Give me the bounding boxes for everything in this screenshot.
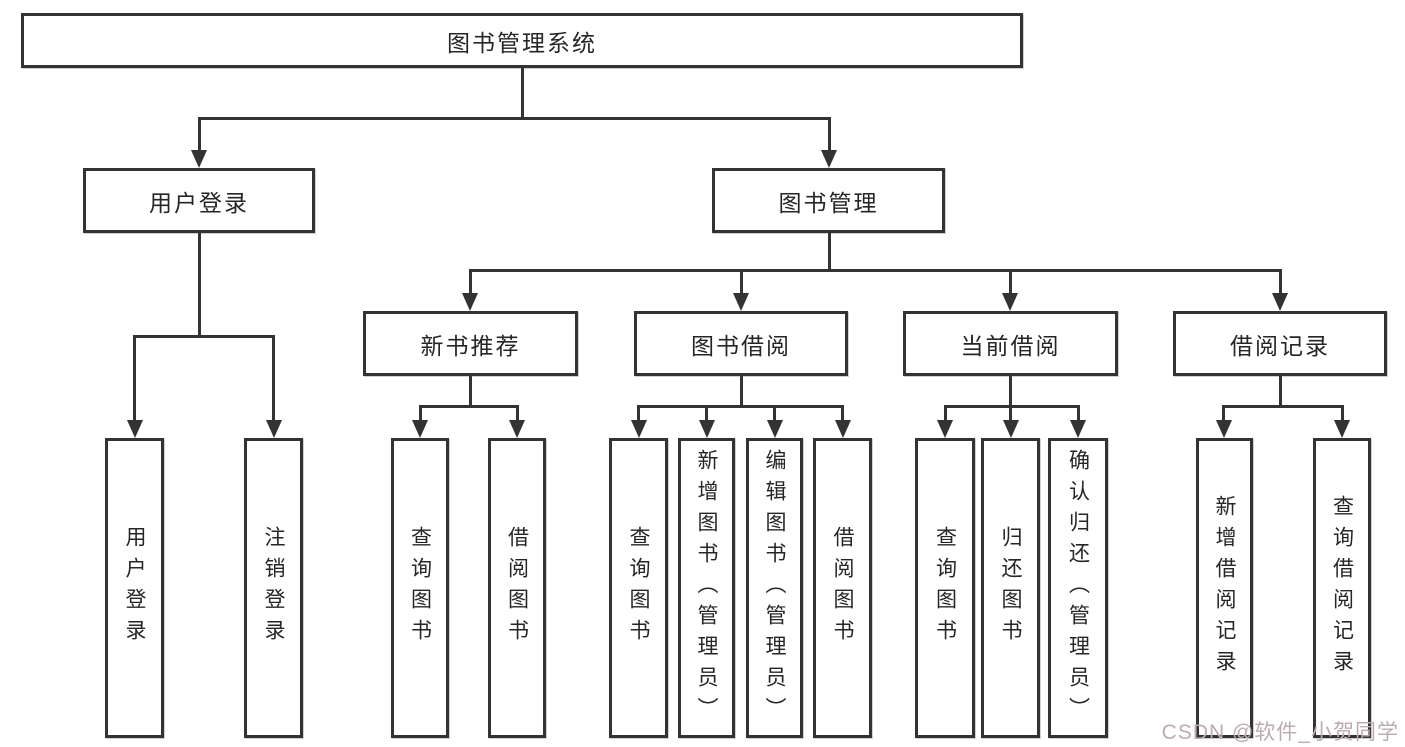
- node-new-book-recommend: 新书推荐: [363, 311, 578, 376]
- connector-line: [827, 118, 831, 152]
- connector-line: [739, 270, 743, 295]
- connector-line: [1008, 376, 1012, 408]
- leaf-cb-return-books: 归还图书: [981, 438, 1040, 738]
- connector-line: [520, 68, 524, 118]
- arrowhead-down-icon: [509, 420, 525, 438]
- connector-line: [841, 406, 844, 422]
- leaf-br-add-record: 新增借阅记录: [1196, 438, 1253, 738]
- connector-line: [637, 404, 844, 408]
- connector-line: [1278, 376, 1282, 408]
- connector-line: [197, 233, 201, 338]
- connector-line: [272, 336, 275, 422]
- connector-line: [1076, 406, 1080, 422]
- arrowhead-down-icon: [462, 293, 478, 311]
- connector-line: [133, 336, 136, 422]
- arrowhead-down-icon: [698, 420, 715, 438]
- connector-line: [1278, 270, 1282, 295]
- connector-line: [943, 406, 947, 422]
- connector-line: [418, 404, 519, 408]
- connector-line: [468, 268, 1282, 272]
- arrowhead-down-icon: [630, 420, 647, 438]
- csdn-watermark: CSDN @软件_小贺同学: [1161, 721, 1399, 744]
- arrowhead-down-icon: [733, 293, 749, 311]
- connector-line: [1222, 404, 1344, 408]
- arrowhead-down-icon: [1215, 420, 1232, 438]
- arrowhead-down-icon: [1002, 293, 1018, 311]
- leaf-bb-borrow-books: 借阅图书: [813, 438, 872, 738]
- connector-line: [197, 116, 831, 120]
- arrowhead-down-icon: [1272, 293, 1288, 311]
- arrowhead-down-icon: [937, 420, 953, 438]
- connector-line: [468, 376, 472, 408]
- connector-line: [773, 406, 776, 422]
- node-book-borrow: 图书借阅: [634, 311, 848, 376]
- arrowhead-down-icon: [1002, 420, 1019, 438]
- arrowhead-down-icon: [1070, 420, 1086, 438]
- connector-line: [418, 406, 422, 422]
- connector-line: [1008, 270, 1012, 295]
- node-user-login: 用户登录: [83, 168, 315, 233]
- connector-line: [1340, 406, 1344, 422]
- node-root: 图书管理系统: [21, 13, 1023, 68]
- connector-line: [133, 334, 275, 338]
- arrowhead-down-icon: [834, 420, 851, 438]
- leaf-cb-query-books: 查询图书: [915, 438, 975, 738]
- connector-line: [705, 406, 708, 422]
- leaf-bb-add-books-admin: 新增图书（管理员）: [678, 438, 735, 738]
- node-current-borrow: 当前借阅: [903, 311, 1118, 376]
- leaf-user-login: 用户登录: [105, 438, 164, 738]
- leaf-br-query-record: 查询借阅记录: [1313, 438, 1371, 738]
- leaf-bb-query-books: 查询图书: [609, 438, 668, 738]
- arrowhead-down-icon: [1334, 420, 1350, 438]
- arrowhead-down-icon: [821, 150, 837, 168]
- leaf-cb-confirm-return-admin: 确认归还（管理员）: [1048, 438, 1108, 738]
- connector-line: [739, 376, 743, 408]
- arrowhead-down-icon: [265, 420, 282, 438]
- leaf-nbr-borrow-books: 借阅图书: [488, 438, 546, 738]
- leaf-logout: 注销登录: [244, 438, 303, 738]
- arrowhead-down-icon: [412, 420, 428, 438]
- node-borrow-records: 借阅记录: [1173, 311, 1387, 376]
- arrowhead-down-icon: [766, 420, 783, 438]
- connector-line: [1222, 406, 1225, 422]
- node-book-management: 图书管理: [712, 168, 945, 233]
- connector-line: [197, 118, 201, 152]
- connector-line: [1009, 406, 1012, 422]
- arrowhead-down-icon: [191, 150, 207, 168]
- leaf-nbr-query-books: 查询图书: [391, 438, 449, 738]
- arrowhead-down-icon: [126, 420, 143, 438]
- connector-line: [515, 406, 519, 422]
- leaf-bb-edit-books-admin: 编辑图书（管理员）: [746, 438, 803, 738]
- connector-line: [827, 233, 831, 272]
- connector-line: [468, 270, 472, 295]
- connector-line: [637, 406, 640, 422]
